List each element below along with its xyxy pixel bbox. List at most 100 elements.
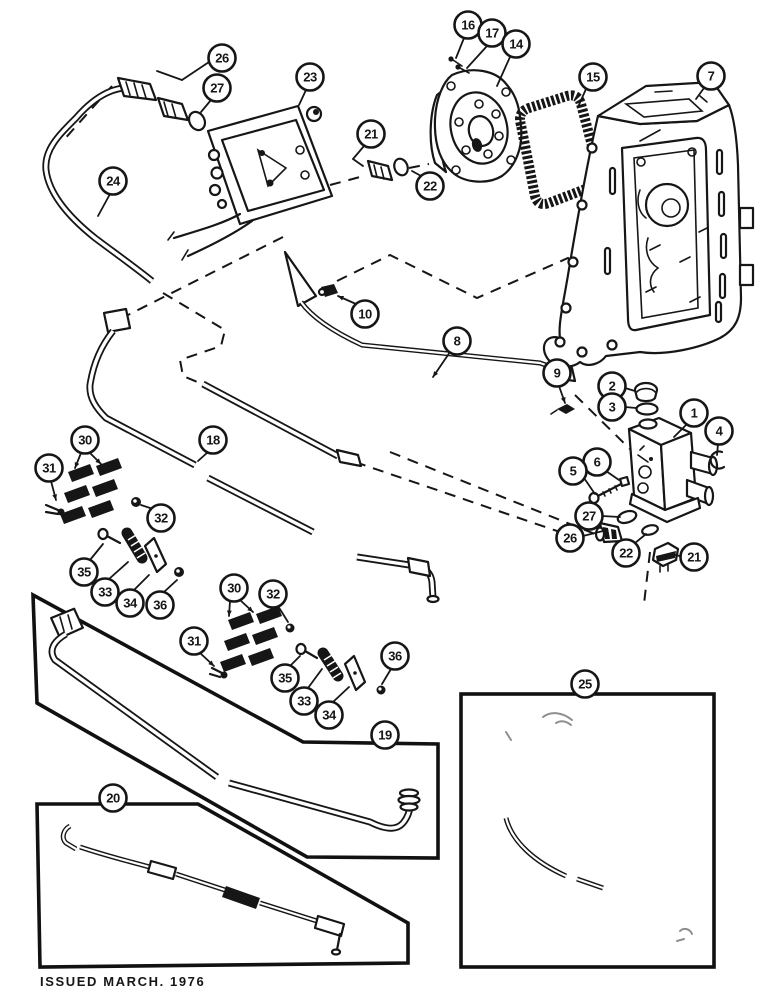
callout-7: 7 xyxy=(695,61,726,100)
callout-35: 35 xyxy=(69,543,104,587)
callout-36-number: 36 xyxy=(153,598,167,613)
callout-34-leader xyxy=(133,574,150,591)
callout-5-balloon xyxy=(558,456,588,486)
callout-1-leader xyxy=(673,423,688,438)
housing-7-right-tabs xyxy=(738,206,755,287)
callout-25-number: 25 xyxy=(578,677,592,692)
valve-cover-23 xyxy=(167,104,334,261)
callout-1: 1 xyxy=(673,398,709,438)
callout-3-number: 3 xyxy=(609,400,616,415)
hose-24-end-fitting xyxy=(116,76,158,102)
housing-7-foot xyxy=(554,336,618,358)
tube-middle-elbow xyxy=(356,553,440,604)
cap-2 xyxy=(633,381,659,403)
bolt-35-middle xyxy=(295,642,319,660)
callout-33-number: 33 xyxy=(98,585,112,600)
callout-2-number: 2 xyxy=(609,379,616,394)
callout-23-number: 23 xyxy=(303,70,317,85)
fitting-26-top xyxy=(156,96,190,122)
callout-35-balloon xyxy=(270,663,300,693)
callout-23: 23 xyxy=(295,62,325,106)
pump-14-bolt-circle xyxy=(454,99,504,159)
callout-30-number: 30 xyxy=(227,581,241,596)
callout-26-balloon xyxy=(555,523,585,553)
callout-9-arrowhead xyxy=(560,397,566,403)
tube-18 xyxy=(86,307,315,536)
callout-30-arrowhead xyxy=(226,610,232,616)
callout-10-arrowhead xyxy=(338,295,344,301)
screw-17 xyxy=(455,64,470,74)
callout-6: 6 xyxy=(582,447,620,481)
callout-24-number: 24 xyxy=(106,174,121,189)
fitting-21-top xyxy=(366,159,394,182)
clamp-halves-30-middle xyxy=(220,606,282,672)
callout-4-number: 4 xyxy=(716,424,724,439)
callout-15: 15 xyxy=(577,62,608,108)
callout-26-balloon xyxy=(207,43,237,73)
callout-17: 17 xyxy=(466,18,507,69)
callout-26-number: 26 xyxy=(563,531,577,546)
inset-box-20 xyxy=(35,802,410,969)
callout-21-leader xyxy=(352,145,365,160)
clamp-cluster-left xyxy=(44,458,184,577)
callout-36: 36 xyxy=(145,579,178,620)
callout-27: 27 xyxy=(574,501,621,531)
hose-20 xyxy=(60,823,346,956)
callout-31-balloon xyxy=(179,626,209,656)
housing-7-flange-ears xyxy=(560,142,598,314)
callout-36-leader xyxy=(381,668,392,685)
callout-3-balloon xyxy=(597,392,627,422)
callout-8-balloon xyxy=(442,326,472,356)
callout-21-leader xyxy=(352,158,364,167)
callout-36-leader xyxy=(163,579,178,593)
callout-33-leader xyxy=(307,668,323,689)
callout-18-number: 18 xyxy=(206,433,220,448)
callout-33-leader xyxy=(108,561,129,580)
callout-36-number: 36 xyxy=(388,649,402,664)
box-25-faint-sketch xyxy=(503,712,693,942)
callout-19-balloon xyxy=(370,720,400,750)
callout-20-number: 20 xyxy=(106,791,120,806)
callout-5-leader xyxy=(583,477,596,495)
callout-34: 34 xyxy=(314,686,350,730)
callout-6-number: 6 xyxy=(594,455,601,470)
nut-32-middle xyxy=(285,623,295,633)
spring-33-left xyxy=(121,527,148,564)
footer-issued-date: ISSUED MARCH. 1976 xyxy=(40,974,205,989)
callout-3: 3 xyxy=(597,392,637,422)
callout-31-balloon xyxy=(34,453,64,483)
callout-22: 22 xyxy=(411,170,445,201)
callout-15-balloon xyxy=(578,62,608,92)
valve-block-top-boss xyxy=(638,418,658,430)
callout-17-balloon xyxy=(477,18,507,48)
callout-21: 21 xyxy=(669,542,709,572)
callout-23-balloon xyxy=(295,62,325,92)
callout-24-balloon xyxy=(98,166,128,196)
callout-31: 31 xyxy=(34,453,64,501)
callout-33: 33 xyxy=(90,561,129,607)
callout-1-balloon xyxy=(679,398,709,428)
callout-35: 35 xyxy=(270,655,301,693)
fitting-10 xyxy=(317,284,338,297)
callout-22-number: 22 xyxy=(423,179,437,194)
callout-21-number: 21 xyxy=(364,127,378,142)
callout-35-number: 35 xyxy=(278,671,292,686)
callout-21-balloon xyxy=(679,542,709,572)
callout-16-number: 16 xyxy=(461,18,475,33)
callout-18: 18 xyxy=(197,425,228,462)
callout-14-leader xyxy=(496,56,511,87)
o-ring-27-right xyxy=(616,509,638,525)
callout-33-number: 33 xyxy=(297,694,311,709)
pump-14-flange-holes xyxy=(446,81,516,175)
callout-14: 14 xyxy=(496,29,531,87)
callout-20-balloon xyxy=(98,783,128,813)
housing-7 xyxy=(542,80,755,368)
inset-box-19 xyxy=(31,591,440,860)
hose-24 xyxy=(42,76,158,284)
callout-33-balloon xyxy=(90,577,120,607)
hose-19-elbow-fitting xyxy=(397,788,421,812)
callout-21-balloon xyxy=(356,119,386,149)
screw-16 xyxy=(448,56,463,67)
callout-36-balloon xyxy=(380,641,410,671)
